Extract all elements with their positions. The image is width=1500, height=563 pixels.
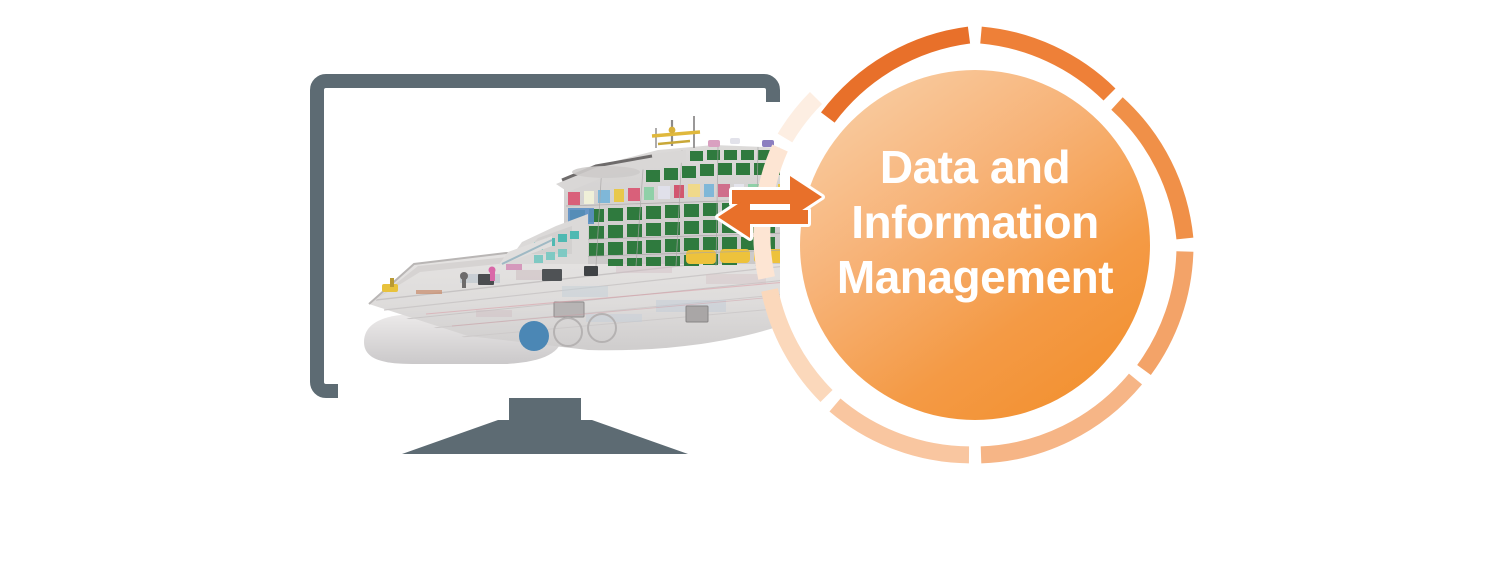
ring-segment-left-lower [761,288,833,402]
segmented-ring [753,26,1194,464]
monitor-screen [338,102,780,398]
deck-marker-pink [488,266,496,274]
ring-segment-left-top-connector [777,92,823,143]
deck-rail-strip [378,249,780,298]
ship-hull [364,244,780,364]
deck-canopy [572,166,640,178]
mast-and-antennas [651,116,774,148]
hull-disc-1 [553,317,583,347]
bow-thruster-disc [519,321,549,351]
bidirectional-exchange-arrow [715,173,825,241]
ring-segment-right-lower [1137,251,1194,376]
arrow-right-fill [732,176,822,218]
process-circle-graphic [753,26,1194,464]
ring-segment-bottom-left [829,398,970,464]
monitor-with-3d-ship-scan [310,74,780,456]
hull-disc-2 [587,313,617,343]
foredeck-equipment [382,264,522,294]
monitor-stand-base [402,420,688,454]
balcony-window-grid [566,145,780,266]
ring-segment-right-upper [1111,97,1194,240]
arrow-left-fill [718,196,808,238]
sun-deck-shade [561,154,653,182]
ring-segment-bottom-right [980,373,1143,464]
ring-segment-top-left [820,26,971,123]
cruise-ship-laser-scan [364,116,780,364]
ring-segment-top-right [980,26,1116,101]
bridge-rail [501,239,553,265]
monitor-bezel [310,74,780,398]
ship-superstructure [498,145,780,266]
inner-circle-fill [800,70,1150,420]
